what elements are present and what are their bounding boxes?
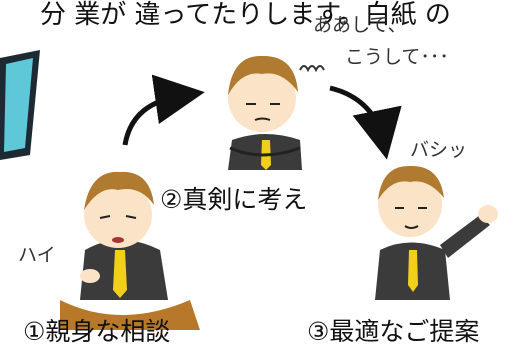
header-text: 分 業が 違ってたりします。白紙 の (40, 0, 451, 30)
step-1-label: ①親身な相談 (23, 317, 171, 346)
step-2-thought-1: ああして、 (313, 14, 407, 36)
step-3-utterance: バシッ (410, 139, 468, 161)
character-thinking (228, 55, 325, 170)
character-proposing (375, 165, 498, 300)
step-3-label: ③最適なご提案 (307, 317, 480, 346)
arrow-down-icon (329, 85, 402, 160)
step-2-thought-2: こうして･･･ (345, 46, 449, 68)
squiggle-icon (299, 65, 325, 73)
step-1-utterance: ハイ (18, 244, 56, 266)
step-2-label: ②真剣に考え (160, 185, 308, 214)
arrow-up-icon (122, 74, 205, 146)
device-frame-icon (0, 50, 40, 160)
character-consulting (60, 171, 200, 330)
